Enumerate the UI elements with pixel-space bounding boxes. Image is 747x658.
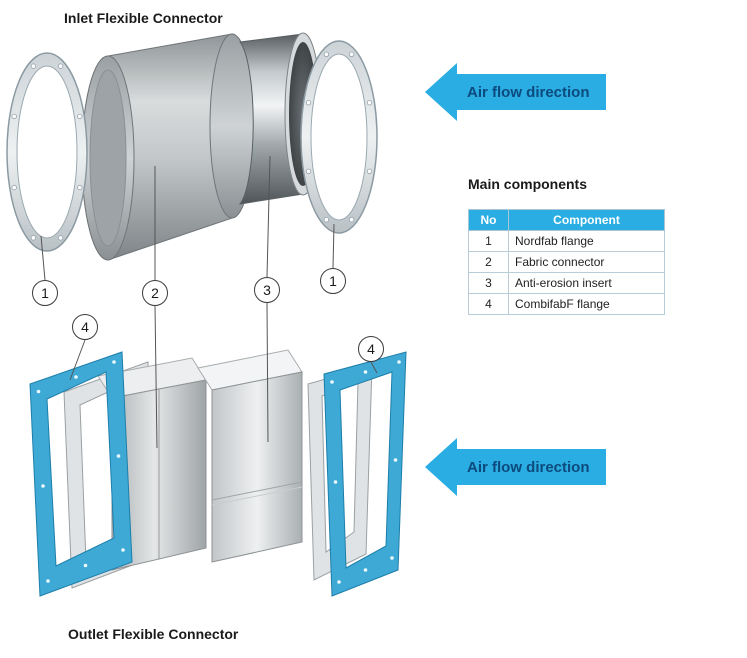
components-table: No Component 1 Nordfab flange 2 Fabric c…: [468, 209, 665, 315]
cell-no: 1: [468, 230, 509, 252]
leader-lines: [40, 155, 378, 449]
cell-no: 3: [468, 272, 509, 294]
table-row: 3 Anti-erosion insert: [468, 272, 665, 294]
airflow-label-top: Air flow direction: [467, 83, 590, 101]
airflow-arrow-bottom: Air flow direction: [425, 438, 606, 496]
cell-no: 4: [468, 293, 509, 315]
callout-anti-erosion-insert: 3: [254, 277, 280, 303]
callout-outlet-flange-left: 4: [72, 314, 98, 340]
inlet-round-connector: [6, 32, 378, 261]
table-row: 1 Nordfab flange: [468, 230, 665, 252]
outlet-title: Outlet Flexible Connector: [68, 626, 239, 642]
main-components-heading: Main components: [468, 176, 588, 192]
callout-outlet-flange-right: 4: [358, 336, 384, 362]
cell-component: Anti-erosion insert: [508, 272, 665, 294]
table-header-row: No Component: [468, 209, 665, 231]
nordfab-flange-right: [300, 40, 378, 234]
cell-component: Fabric connector: [508, 251, 665, 273]
col-header-component: Component: [508, 209, 665, 231]
combifab-flange-left: [29, 351, 133, 597]
nordfab-flange-left: [6, 52, 88, 252]
callout-inlet-flange-right: 1: [320, 268, 346, 294]
arrow-left-icon: [425, 438, 457, 496]
inlet-title: Inlet Flexible Connector: [64, 10, 223, 26]
callout-fabric-connector: 2: [142, 280, 168, 306]
airflow-arrow-top: Air flow direction: [425, 63, 606, 121]
cell-no: 2: [468, 251, 509, 273]
main-components-panel: Main components No Component 1 Nordfab f…: [468, 176, 665, 315]
table-row: 4 CombifabF flange: [468, 293, 665, 315]
callout-inlet-flange-left: 1: [32, 280, 58, 306]
outlet-square-connector: [29, 349, 407, 597]
airflow-label-bottom: Air flow direction: [467, 458, 590, 476]
cell-component: CombifabF flange: [508, 293, 665, 315]
table-row: 2 Fabric connector: [468, 251, 665, 273]
col-header-no: No: [468, 209, 509, 231]
arrow-left-icon: [425, 63, 457, 121]
cell-component: Nordfab flange: [508, 230, 665, 252]
insert-box-front: [211, 371, 303, 563]
